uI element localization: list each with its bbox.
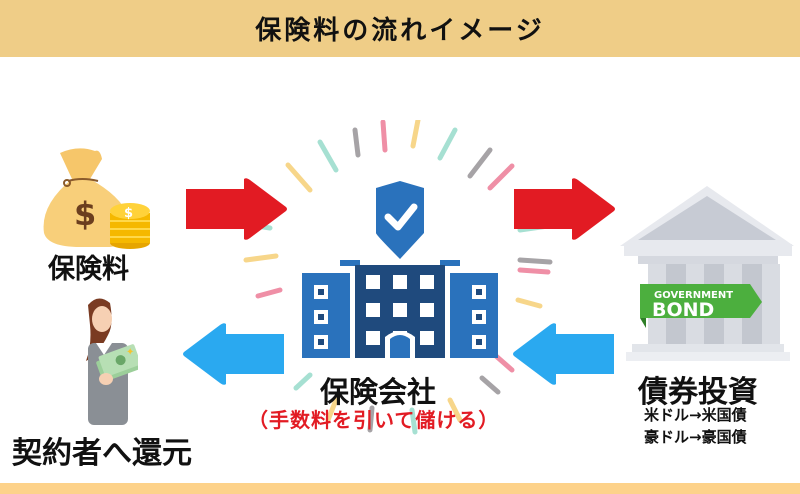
svg-text:$: $	[124, 206, 133, 221]
bond-badge-line2: BOND	[652, 299, 714, 321]
bond-detail-usd: 米ドル→米国債	[644, 406, 747, 424]
footer-band	[0, 483, 800, 494]
bond-badge-line1: GOVERNMENT	[654, 290, 733, 301]
arrow-right-premium-to-company-icon	[186, 178, 287, 240]
company-label: 保険会社	[320, 375, 437, 409]
bond-detail-aud: 豪ドル→豪国債	[644, 428, 747, 446]
svg-text:$: $	[74, 195, 96, 233]
return-label: 契約者へ還元	[12, 436, 192, 471]
insurance-building-icon	[302, 177, 498, 358]
arrow-right-company-to-bond-icon	[514, 178, 615, 240]
arrow-left-bond-to-company-icon	[513, 323, 614, 385]
arrow-left-company-to-return-icon	[183, 323, 284, 385]
page-title: 保険料の流れイメージ	[255, 16, 545, 46]
header-band: 保険料の流れイメージ	[0, 0, 800, 57]
government-bank-icon: GOVERNMENT BOND	[620, 186, 794, 361]
svg-text:✦: ✦	[126, 347, 134, 358]
person-holding-cash-icon: ✦	[86, 298, 138, 425]
company-fee-note: （手数料を引いて儲ける）	[248, 408, 500, 432]
premium-label: 保険料	[48, 254, 129, 285]
bond-label: 債券投資	[638, 375, 758, 410]
money-bag-icon: $ $	[43, 148, 150, 249]
